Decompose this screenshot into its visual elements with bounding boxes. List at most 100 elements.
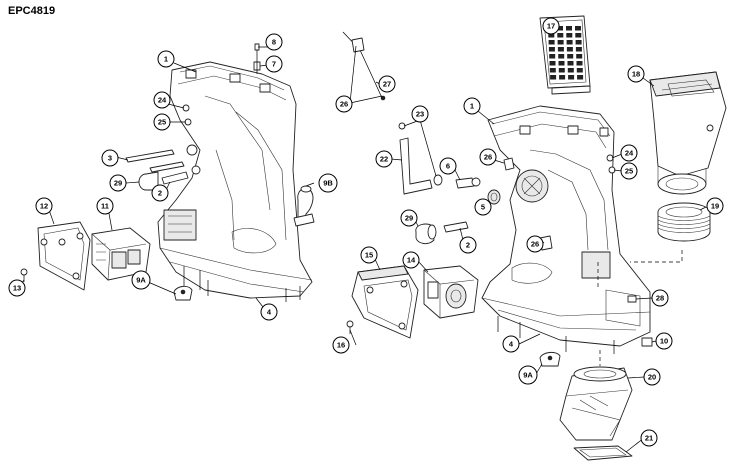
filter-slot (576, 54, 583, 59)
callout-7: 7 (265, 55, 283, 73)
right-motor-block-part-14 (423, 265, 479, 319)
callout-1-right: 1 (463, 97, 481, 115)
svg-text:9A: 9A (523, 371, 533, 380)
svg-text:10: 10 (660, 337, 668, 346)
filter-slot (549, 68, 556, 73)
callout-25-right: 25 (620, 162, 638, 180)
left-assembly (19, 43, 315, 312)
svg-text:26: 26 (340, 100, 348, 109)
callout-10: 10 (655, 332, 673, 350)
right-screw-part-16 (346, 320, 354, 334)
right-part-23 (398, 122, 443, 186)
filter-slot (575, 26, 581, 31)
right-bushing-part-29 (415, 223, 437, 245)
svg-text:7: 7 (272, 60, 276, 69)
callout-25-left: 25 (153, 113, 171, 131)
callout-22: 22 (375, 150, 393, 168)
filter-slot (557, 47, 564, 52)
svg-text:4: 4 (267, 308, 272, 317)
svg-text:15: 15 (365, 251, 373, 260)
left-bushing-part-29 (138, 171, 159, 191)
svg-text:11: 11 (101, 202, 109, 211)
callout-2-right: 2 (459, 236, 477, 254)
filter-slot (575, 47, 582, 52)
right-clip-part-9a (539, 351, 561, 367)
svg-text:2: 2 (158, 189, 162, 198)
callout-12: 12 (35, 197, 53, 215)
callout-29-left: 29 (109, 174, 127, 192)
callout-20: 20 (643, 368, 661, 386)
svg-text:3: 3 (108, 154, 112, 163)
callout-15: 15 (360, 246, 378, 264)
svg-text:26: 26 (531, 240, 539, 249)
right-elbow-rod-part-22 (399, 137, 433, 195)
svg-text:1: 1 (164, 55, 168, 64)
filter-slot (567, 68, 574, 73)
right-housing-pins (497, 316, 615, 354)
svg-text:24: 24 (625, 149, 634, 158)
svg-text:8: 8 (272, 38, 276, 47)
svg-text:23: 23 (416, 110, 424, 119)
svg-text:16: 16 (337, 341, 345, 350)
callout-26-low: 26 (526, 235, 544, 253)
callout-labels: 1 8 7 24 25 3 29 2 9B 12 11 13 9A 4 17 1… (8, 17, 724, 447)
filter-slot (557, 26, 563, 31)
left-small-screws-7-8 (253, 43, 261, 74)
svg-text:29: 29 (114, 179, 122, 188)
svg-text:25: 25 (158, 118, 166, 127)
right-pin-part-2 (443, 221, 469, 233)
left-pin-part-2 (161, 171, 189, 185)
svg-text:19: 19 (711, 202, 719, 211)
filter-slot (557, 40, 564, 45)
right-main-housing (481, 105, 651, 347)
right-cylinder-part-19 (657, 202, 711, 242)
filter-slot (550, 75, 557, 80)
callout-6: 6 (439, 157, 457, 175)
callout-24-right: 24 (620, 144, 638, 162)
callout-2-left: 2 (151, 184, 169, 202)
filter-slot (559, 75, 566, 80)
callout-29-right: 29 (400, 209, 418, 227)
callout-13: 13 (8, 279, 26, 297)
filter-slot (557, 33, 564, 38)
left-clip-part-9a (173, 285, 193, 301)
filter-slot (549, 61, 556, 66)
svg-text:1: 1 (470, 102, 474, 111)
filter-slot (566, 33, 573, 38)
callout-5: 5 (474, 198, 492, 216)
right-cable-part-27 (342, 31, 386, 101)
left-screws-part-3 (125, 149, 185, 173)
filter-slot (567, 54, 574, 59)
diagram-code: EPC4819 (8, 5, 55, 17)
callout-9a-right: 9A (518, 365, 538, 385)
svg-text:29: 29 (405, 214, 413, 223)
filter-slot (558, 54, 565, 59)
callout-9b: 9B (318, 173, 338, 193)
right-duct-part-20 (559, 366, 633, 441)
svg-text:5: 5 (481, 203, 485, 212)
svg-text:14: 14 (407, 256, 416, 265)
callout-26-top: 26 (335, 95, 353, 113)
svg-text:9B: 9B (323, 179, 333, 188)
left-housing-pins (183, 266, 301, 302)
svg-text:21: 21 (645, 434, 653, 443)
left-cover-part-12 (37, 221, 91, 291)
filter-slot (576, 61, 583, 66)
right-cover-part-15 (351, 265, 419, 339)
left-main-housing (157, 61, 313, 299)
svg-text:24: 24 (158, 96, 167, 105)
svg-text:27: 27 (383, 80, 391, 89)
callout-19: 19 (706, 197, 724, 215)
callout-28: 28 (651, 289, 669, 307)
right-screw-part-6 (455, 177, 481, 189)
right-gasket-part-21 (573, 445, 633, 461)
callout-1-left: 1 (157, 50, 175, 68)
filter-slot (566, 26, 572, 31)
svg-text:12: 12 (40, 202, 48, 211)
callout-14: 14 (402, 251, 420, 269)
filter-slot (548, 47, 555, 52)
filter-slot (566, 47, 573, 52)
filter-slot (575, 40, 582, 45)
filter-slot (548, 40, 555, 45)
